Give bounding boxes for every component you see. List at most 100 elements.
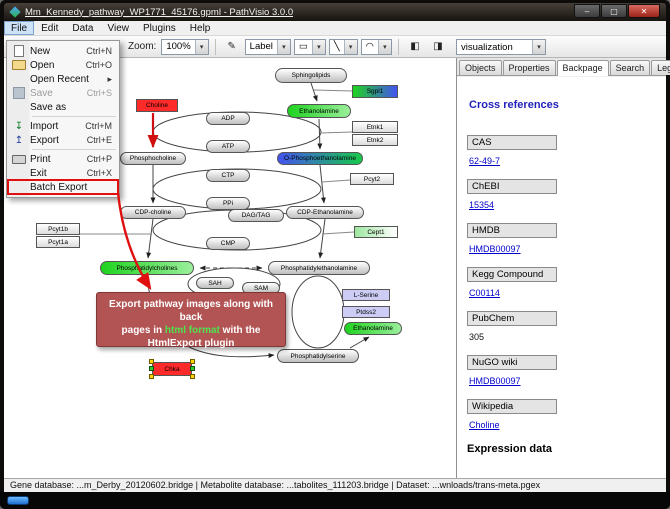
crossref-link[interactable]: C00114 (469, 288, 500, 298)
align-right-button[interactable] (428, 38, 448, 55)
menubar-item-file[interactable]: File (4, 21, 35, 35)
zoom-combobox[interactable]: 100% ▾ (161, 38, 209, 55)
window-controls (574, 4, 660, 18)
menubar: File Edit Data View Plugins Help (4, 21, 666, 36)
maximize-button[interactable] (601, 4, 627, 18)
file-menu-item-export[interactable]: Export Ctrl+E (8, 133, 118, 147)
menubar-item-help[interactable]: Help (189, 23, 211, 34)
window-bottom-frame (0, 492, 670, 509)
pathway-node-cept1[interactable]: Cept1 (354, 226, 398, 238)
crossref-link[interactable]: Choline (469, 420, 500, 430)
menubar-item-view[interactable]: View (107, 23, 129, 34)
file-menu-item-save-as[interactable]: Save as (8, 100, 118, 114)
section-header: NuGO wiki (467, 355, 557, 370)
menubar-item-plugins[interactable]: Plugins (142, 23, 176, 34)
pathway-node-cdp-choline[interactable]: CDP-choline (120, 206, 186, 219)
pathway-node-etnk2[interactable]: Etnk2 (352, 134, 398, 146)
pathway-node-phosphatidylethanolamine[interactable]: Phosphatidylethanolamine (268, 261, 370, 275)
menubar-item-edit[interactable]: Edit (41, 23, 59, 34)
pathway-node-etnk1[interactable]: Etnk1 (352, 121, 398, 133)
pathway-node-sah[interactable]: SAH (196, 277, 234, 289)
cross-references-title: Cross references (469, 99, 559, 111)
pathway-node-sgpl1[interactable]: Sgpl1 (352, 85, 398, 98)
menubar-item-data[interactable]: Data (72, 23, 94, 34)
pathway-node-phosphatidylserine[interactable]: Phosphatidylserine (277, 349, 359, 363)
pathway-node-pcyt1a[interactable]: Pcyt1a (36, 236, 80, 248)
tab-properties[interactable]: Properties (502, 60, 556, 75)
pathway-node-pcyt2[interactable]: Pcyt2 (350, 173, 394, 185)
submenu-arrow-icon: ▸ (107, 73, 112, 84)
visualization-combobox[interactable]: visualization ▾ (456, 39, 546, 55)
arc-tool-combobox[interactable]: ▾ (360, 38, 392, 55)
pathway-node-cmp[interactable]: CMP (206, 237, 250, 250)
tab-search[interactable]: Search (609, 60, 651, 75)
pathway-node-pcyt1b[interactable]: Pcyt1b (36, 223, 80, 235)
file-menu-item-batch-export[interactable]: Batch Export (7, 179, 119, 195)
menu-shortcut: Ctrl+M (85, 121, 112, 131)
line-tool-combobox[interactable]: ▾ (328, 38, 358, 55)
close-button[interactable] (628, 4, 660, 18)
pathway-node-choline[interactable]: Choline (136, 99, 178, 112)
crossref-link[interactable]: 62-49-7 (469, 156, 501, 166)
menu-shortcut: Ctrl+S (86, 88, 112, 98)
chevron-down-icon: ▾ (343, 39, 357, 54)
selection-handle[interactable] (190, 359, 195, 364)
crossref-value: 305 (469, 332, 485, 342)
chevron-down-icon: ▾ (194, 39, 208, 54)
selection-handle[interactable] (190, 366, 195, 371)
menu-shortcut: Ctrl+P (86, 154, 112, 164)
pathway-node-sphingolipids[interactable]: Sphingolipids (275, 68, 347, 83)
pathway-node-cdp-ethanolamine[interactable]: CDP-Ethanolamine (286, 206, 364, 219)
pathway-node-l-serine[interactable]: L-Serine (342, 289, 390, 301)
menu-separator (32, 149, 116, 150)
crossref-link[interactable]: HMDB00097 (469, 244, 521, 254)
print-icon (8, 155, 30, 164)
pathway-node-ptdss2[interactable]: Ptdss2 (342, 306, 390, 318)
menu-item-label: Export (30, 134, 59, 146)
expression-data-heading: Expression data (467, 443, 552, 455)
pathway-node-chka[interactable]: Chka (149, 359, 195, 379)
selection-handle[interactable] (149, 374, 154, 379)
statusbar: Gene database: ...m_Derby_20120602.bridg… (4, 478, 666, 492)
shape-tool-combobox[interactable]: ▾ (293, 38, 326, 55)
align-left-button[interactable] (405, 38, 425, 55)
pathway-node-adp[interactable]: ADP (206, 112, 250, 125)
selection-handle[interactable] (149, 359, 154, 364)
rectangle-shape-icon (295, 40, 312, 54)
tab-objects[interactable]: Objects (459, 60, 502, 75)
pathway-node-ctp[interactable]: CTP (206, 169, 250, 182)
pathway-node-ppi[interactable]: PPi (206, 197, 250, 210)
tab-backpage[interactable]: Backpage (556, 60, 609, 76)
pathway-node-ethanolamine[interactable]: Ethanolamine (287, 104, 351, 118)
pathway-node-ethanolamine[interactable]: Ethanolamine (344, 322, 402, 335)
label-tool-combobox[interactable]: Label ▾ (244, 38, 291, 55)
pathway-node-atp[interactable]: ATP (206, 140, 250, 153)
file-menu-item-open-recent[interactable]: Open Recent▸ (8, 72, 118, 86)
pathway-node-phosphatidylcholines[interactable]: Phosphatidylcholines (100, 261, 194, 275)
pathway-node-phosphocholine[interactable]: Phosphocholine (120, 152, 186, 165)
selection-handle[interactable] (190, 374, 195, 379)
tab-legend[interactable]: Legend (651, 60, 670, 75)
edit-pencil-tool-button[interactable] (222, 38, 242, 55)
crossref-link[interactable]: HMDB00097 (469, 376, 521, 386)
visualization-value: visualization (461, 41, 513, 53)
crossref-link[interactable]: 15354 (469, 200, 495, 210)
menu-shortcut: Ctrl+E (86, 135, 112, 145)
selection-handle[interactable] (149, 366, 154, 371)
annotation-text: with the (219, 325, 261, 336)
pathway-node-dag-tag[interactable]: DAG/TAG (228, 209, 284, 222)
pathway-node-o-phosphoethanolamine[interactable]: O-Phosphoethanolamine (277, 152, 363, 165)
annotation-highlight: html format (164, 325, 220, 336)
minimize-button[interactable] (574, 4, 600, 18)
